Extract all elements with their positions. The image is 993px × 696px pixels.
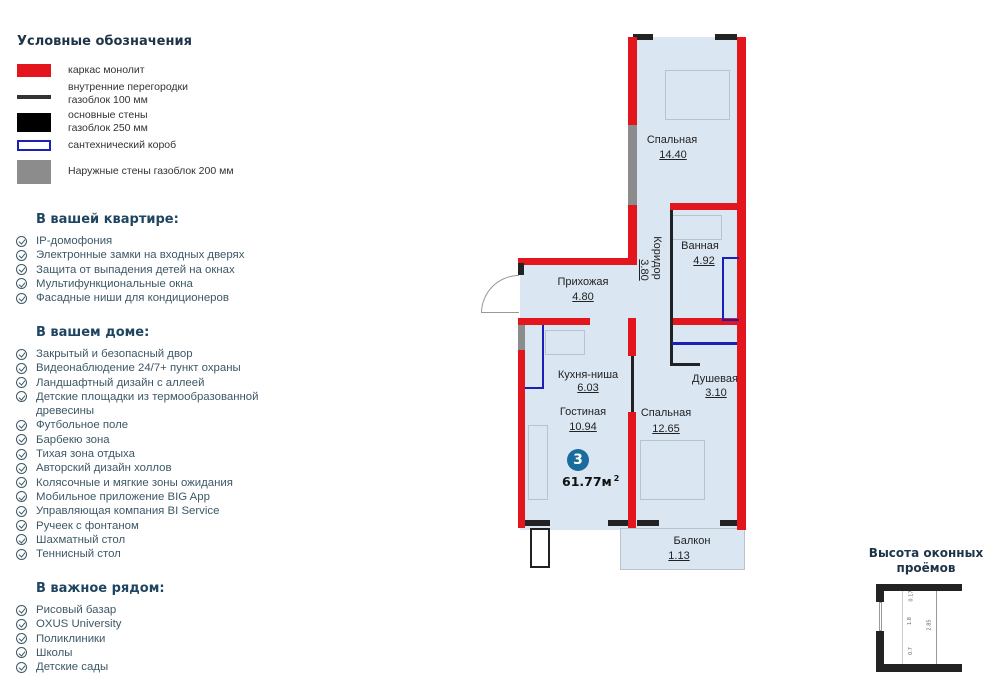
nearby-list: Рисовый базар OXUS University Поликлиник… xyxy=(16,603,121,674)
room-area: 3.80 xyxy=(638,259,650,281)
legend-swatch-partition xyxy=(17,95,51,99)
list-item: Шахматный стол xyxy=(16,533,316,547)
list-item: Закрытый и безопасный двор xyxy=(16,347,316,361)
legend-label: внутренние перегородки газоблок 100 мм xyxy=(68,81,189,106)
list-item: Фасадные ниши для кондиционеров xyxy=(16,291,244,305)
room-name: Ванная xyxy=(681,240,719,252)
list-item: Тихая зона отдыха xyxy=(16,447,316,461)
room-name: Коридор xyxy=(651,236,663,280)
list-item: Футбольное поле xyxy=(16,418,316,432)
check-icon xyxy=(16,462,27,474)
window-height-title: Высота оконных проёмов xyxy=(868,546,984,575)
dim-label: 2.85 xyxy=(926,619,933,631)
list-item: Защита от выпадения детей на окнах xyxy=(16,263,244,277)
house-heading: В вашем доме: xyxy=(36,325,150,340)
room-area: 1.13 xyxy=(668,550,690,562)
nearby-heading: В важное рядом: xyxy=(36,581,165,596)
dim-label: 0.17 xyxy=(908,590,915,602)
legend-swatch-outer-wall xyxy=(17,160,51,184)
list-item: IP-домофония xyxy=(16,234,244,248)
check-icon xyxy=(16,264,27,276)
room-area: 10.94 xyxy=(569,421,597,433)
list-item: Детские площадки из термообразованной др… xyxy=(16,390,316,419)
list-item: Электронные замки на входных дверях xyxy=(16,248,244,262)
legend-swatch-main-wall xyxy=(17,113,51,132)
room-name: Спальная xyxy=(646,134,698,146)
room-name: Кухня-ниша xyxy=(557,369,619,381)
list-item: Теннисный стол xyxy=(16,547,316,561)
check-icon xyxy=(16,661,27,673)
check-icon xyxy=(16,491,27,503)
window-section-diagram: 0.17 1.8 0.7 2.85 xyxy=(876,584,962,674)
list-item: Колясочные и мягкие зоны ожидания xyxy=(16,476,316,490)
check-icon xyxy=(16,292,27,304)
list-item: Мультифункциональные окна xyxy=(16,277,244,291)
check-icon xyxy=(16,249,27,261)
room-area: 4.80 xyxy=(572,291,594,303)
room-area: 6.03 xyxy=(577,382,599,394)
check-icon xyxy=(16,505,27,517)
house-features-list: Закрытый и безопасный двор Видеонаблюден… xyxy=(16,347,316,561)
list-item: Барбекю зона xyxy=(16,433,316,447)
list-item: Поликлиники xyxy=(16,632,121,646)
list-item: Школы xyxy=(16,646,121,660)
list-item: OXUS University xyxy=(16,617,121,631)
rooms-count-badge: 3 xyxy=(567,449,589,471)
legend-label: Наружные стены газоблок 200 мм xyxy=(68,165,234,177)
check-icon xyxy=(16,348,27,360)
legend-swatch-plumbing-box xyxy=(17,140,51,151)
check-icon xyxy=(16,618,27,630)
room-area: 3.10 xyxy=(705,387,727,399)
room-area: 4.92 xyxy=(693,255,715,267)
room-area: 12.65 xyxy=(652,423,680,435)
legend-label: каркас монолит xyxy=(68,64,145,76)
dim-label: 0.7 xyxy=(907,647,914,655)
check-icon xyxy=(16,548,27,560)
check-icon xyxy=(16,520,27,532)
room-name: Гостиная xyxy=(559,406,607,418)
check-icon xyxy=(16,235,27,247)
room-name: Душевая xyxy=(692,373,738,385)
check-icon xyxy=(16,278,27,290)
legend-label: основные стены газоблок 250 мм xyxy=(68,109,148,134)
check-icon xyxy=(16,377,27,389)
legend-title: Условные обозначения xyxy=(17,34,192,49)
check-icon xyxy=(16,419,27,431)
room-name: Спальная xyxy=(640,407,692,419)
list-item: Управляющая компания BI Service xyxy=(16,504,316,518)
check-icon xyxy=(16,534,27,546)
check-icon xyxy=(16,633,27,645)
check-icon xyxy=(16,647,27,659)
list-item: Детские сады xyxy=(16,660,121,674)
check-icon xyxy=(16,604,27,616)
apartment-features-list: IP-домофония Электронные замки на входны… xyxy=(16,234,244,305)
check-icon xyxy=(16,477,27,489)
list-item: Ландшафтный дизайн с аллеей xyxy=(16,376,316,390)
room-name: Прихожая xyxy=(557,276,609,288)
room-area: 14.40 xyxy=(659,149,687,161)
check-icon xyxy=(16,362,27,374)
list-item: Авторский дизайн холлов xyxy=(16,461,316,475)
dim-label: 1.8 xyxy=(906,617,913,625)
list-item: Рисовый базар xyxy=(16,603,121,617)
list-item: Видеонаблюдение 24/7+ пункт охраны xyxy=(16,361,316,375)
legend-label: сантехнический короб xyxy=(68,139,177,151)
check-icon xyxy=(16,448,27,460)
legend-swatch-monolith xyxy=(17,64,51,77)
list-item: Мобильное приложение BIG App xyxy=(16,490,316,504)
room-name: Балкон xyxy=(673,535,711,547)
check-icon xyxy=(16,391,27,403)
check-icon xyxy=(16,434,27,446)
list-item: Ручеек с фонтаном xyxy=(16,519,316,533)
apartment-heading: В вашей квартире: xyxy=(36,212,179,227)
